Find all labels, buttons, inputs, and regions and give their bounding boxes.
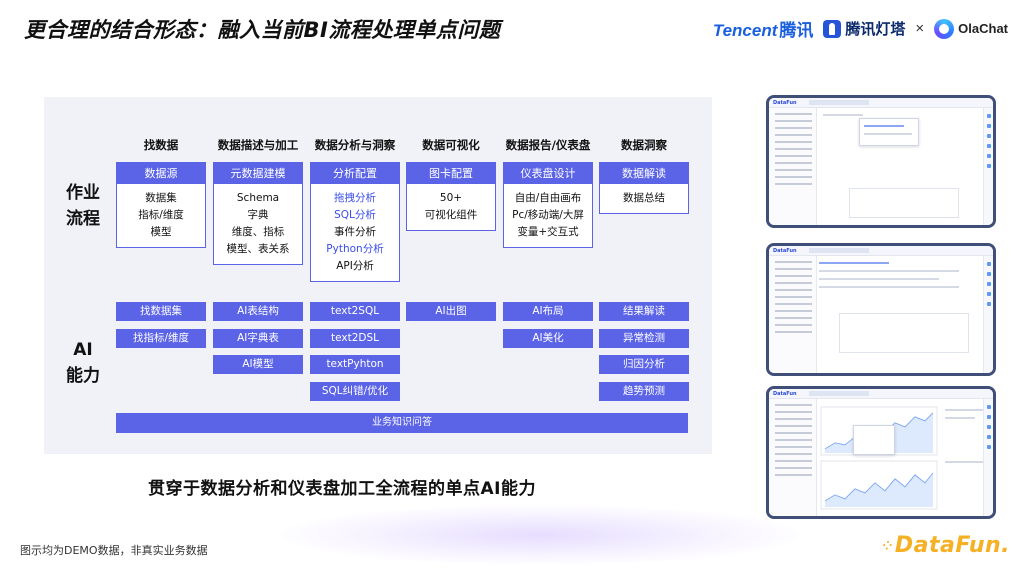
stage-item: API分析 bbox=[336, 260, 374, 272]
stage-item: Pc/移动端/大屏 bbox=[512, 209, 584, 221]
column-heading: 找数据 bbox=[143, 138, 179, 152]
workflow-stage-box: 仪表盘设计自由/自由画布 Pc/移动端/大屏变量+交互式 bbox=[503, 162, 593, 248]
workflow-stage-box: 图卡配置 50+ 可视化组件 bbox=[406, 162, 496, 231]
stage-item: 可视化组件 bbox=[424, 209, 478, 221]
screenshot-charts bbox=[820, 406, 938, 510]
stage-header[interactable]: 数据解读 bbox=[600, 163, 688, 184]
row-label-workflow: 作业流程 bbox=[66, 183, 100, 229]
stage-item: 维度、指标 bbox=[231, 226, 285, 238]
workflow-stage-box: 数据源数据集指标/维度模型 bbox=[116, 162, 206, 248]
workflow-stage-box: 数据解读数据总结 bbox=[599, 162, 689, 214]
stage-item: 事件分析 bbox=[334, 226, 376, 238]
ai-capability-button[interactable]: 趋势预测 bbox=[599, 382, 689, 401]
olachat-icon bbox=[934, 18, 955, 39]
ai-capability-button[interactable]: SQL纠错/优化 bbox=[310, 382, 400, 401]
demo-screenshot-1: DataFun bbox=[766, 95, 996, 228]
datafun-dots-icon: ⁘ bbox=[882, 539, 893, 553]
ai-capability-button[interactable]: AI美化 bbox=[503, 329, 593, 348]
stage-item: 模型 bbox=[150, 226, 172, 238]
screenshot-sidebar bbox=[769, 399, 817, 516]
ai-capability-button[interactable]: AI字典表 bbox=[213, 329, 303, 348]
stage-item: 自由/自由画布 bbox=[514, 192, 582, 204]
ai-capability-button[interactable]: 结果解读 bbox=[599, 302, 689, 321]
demo-screenshot-3: DataFun bbox=[766, 386, 996, 519]
dengta-logo: 腾讯灯塔 bbox=[823, 18, 905, 39]
stage-item: 字典 bbox=[247, 209, 269, 221]
demo-screenshot-2: DataFun bbox=[766, 243, 996, 376]
ai-capability-button[interactable]: textPyhton bbox=[310, 355, 400, 374]
dengta-icon bbox=[823, 19, 842, 38]
stage-item: 指标/维度 bbox=[138, 209, 184, 221]
stage-item: Schema bbox=[236, 192, 280, 204]
column-heading: 数据可视化 bbox=[422, 138, 480, 152]
ai-capability-button[interactable]: 归因分析 bbox=[599, 355, 689, 374]
footnote: 图示均为DEMO数据，非真实业务数据 bbox=[20, 544, 208, 557]
stage-item: 数据集 bbox=[145, 192, 177, 204]
stage-header[interactable]: 数据源 bbox=[117, 163, 205, 184]
ai-capability-button[interactable]: AI模型 bbox=[213, 355, 303, 374]
ai-capability-button[interactable]: text2DSL bbox=[310, 329, 400, 348]
stage-item: 模型、表关系 bbox=[226, 243, 290, 255]
stage-header[interactable]: 图卡配置 bbox=[407, 163, 495, 184]
ai-capability-button[interactable]: AI出图 bbox=[406, 302, 496, 321]
workflow-stage-box: 元数据建模 Schema 字典维度、指标模型、表关系 bbox=[213, 162, 303, 265]
datafun-logo: ⁘DataFun. bbox=[882, 533, 1010, 558]
workflow-stage-box: 分析配置拖拽分析 SQL分析事件分析 Python分析 API分析 bbox=[310, 162, 400, 282]
column-heading: 数据分析与洞察 bbox=[314, 138, 396, 152]
ai-capability-button[interactable]: text2SQL bbox=[310, 302, 400, 321]
decorative-glow bbox=[280, 505, 800, 565]
ai-capability-button[interactable]: 找指标/维度 bbox=[116, 329, 206, 348]
ai-capability-button[interactable]: AI布局 bbox=[503, 302, 593, 321]
logo-separator: × bbox=[915, 20, 925, 37]
olachat-logo: OlaChat bbox=[934, 18, 1008, 39]
stage-item: SQL分析 bbox=[334, 209, 376, 221]
page-title: 更合理的结合形态：融入当前BI流程处理单点问题 bbox=[24, 18, 501, 42]
stage-header[interactable]: 元数据建模 bbox=[214, 163, 302, 184]
stage-item: 拖拽分析 bbox=[334, 192, 376, 204]
stage-item: 变量+交互式 bbox=[517, 226, 579, 238]
ai-capability-button[interactable]: 找数据集 bbox=[116, 302, 206, 321]
caption: 贯穿于数据分析和仪表盘加工全流程的单点AI能力 bbox=[148, 479, 536, 499]
column-heading: 数据描述与加工 bbox=[217, 138, 299, 152]
screenshot-sidebar bbox=[769, 256, 817, 373]
screenshot-sidebar bbox=[769, 108, 817, 225]
stage-item: 50+ bbox=[439, 192, 463, 204]
column-heading: 数据报告/仪表盘 bbox=[505, 138, 591, 152]
ai-capability-button[interactable]: 异常检测 bbox=[599, 329, 689, 348]
column-heading: 数据洞察 bbox=[621, 138, 667, 152]
stage-header[interactable]: 分析配置 bbox=[311, 163, 399, 184]
ai-capability-button[interactable]: AI表结构 bbox=[213, 302, 303, 321]
business-qa-bar[interactable]: 业务知识问答 bbox=[116, 413, 688, 433]
stage-header[interactable]: 仪表盘设计 bbox=[504, 163, 592, 184]
stage-item: 数据总结 bbox=[623, 192, 665, 204]
stage-item: Python分析 bbox=[326, 243, 384, 255]
